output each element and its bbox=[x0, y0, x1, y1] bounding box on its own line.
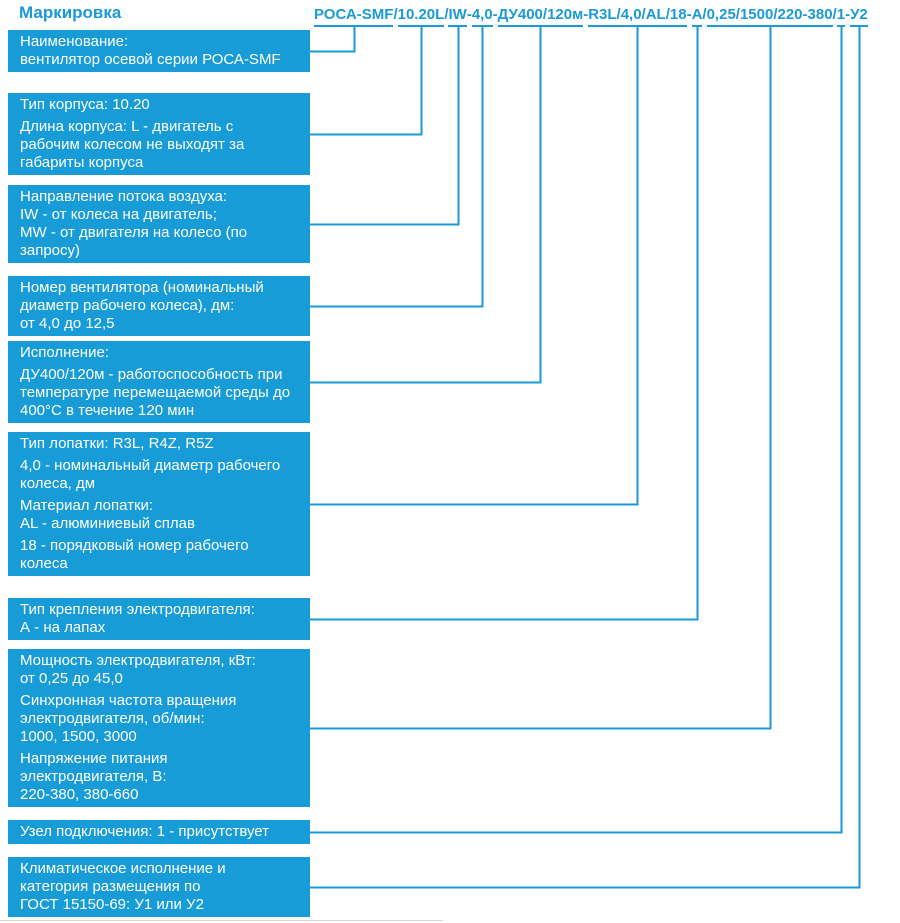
code-segment: 10.20L bbox=[397, 6, 445, 27]
info-box-text: Мощность электродвигателя, кВт: от 0,25 … bbox=[20, 652, 256, 687]
connector-line-climatic bbox=[310, 27, 861, 889]
info-box-text: Напряжение питания электродвигателя, В: … bbox=[20, 750, 168, 803]
connector-line-motor-power bbox=[310, 27, 772, 730]
info-box-connection-unit: Узел подключения: 1 - присутствует bbox=[8, 820, 310, 844]
code-separator: / bbox=[832, 6, 837, 23]
code-segment: 0,25/1500/220-380 bbox=[706, 6, 833, 27]
bottom-edge-line bbox=[0, 920, 443, 921]
info-box-airflow-direction: Направление потока воздуха: IW - от коле… bbox=[8, 185, 310, 263]
connector-line-fan-number bbox=[310, 27, 484, 308]
marking-code: РОСА-SMF/10.20L/IW-4,0-ДУ400/120м-R3L/4,… bbox=[314, 6, 868, 27]
code-segment: РОСА-SMF bbox=[314, 6, 394, 27]
code-separator: / bbox=[702, 6, 707, 23]
code-separator: / bbox=[393, 6, 398, 23]
info-box-text: Наименование: вентилятор осевой серии РО… bbox=[20, 33, 281, 68]
connector-line-connection-unit bbox=[310, 27, 843, 834]
info-box-text: Направление потока воздуха: IW - от коле… bbox=[20, 188, 248, 259]
code-segment: 4,0 bbox=[471, 6, 493, 27]
info-box-text: Номер вентилятора (номинальный диаметр р… bbox=[20, 279, 264, 332]
connector-line-airflow-direction bbox=[310, 27, 460, 226]
code-segment: У2 bbox=[850, 6, 868, 27]
info-box-text: 18 - порядковый номер рабочего колеса bbox=[20, 537, 249, 572]
code-separator: - bbox=[466, 6, 472, 23]
info-box-fan-number: Номер вентилятора (номинальный диаметр р… bbox=[8, 276, 310, 336]
info-box-blade-type: Тип лопатки: R3L, R4Z, R5Z 4,0 - номиналь… bbox=[8, 432, 310, 576]
connector-line-housing-type bbox=[310, 27, 423, 136]
connector-line-motor-mounting bbox=[310, 27, 699, 621]
code-segment: IW bbox=[448, 6, 467, 27]
info-box-climatic: Климатическое исполнение и категория раз… bbox=[8, 857, 310, 917]
info-box-motor-power: Мощность электродвигателя, кВт: от 0,25 … bbox=[8, 649, 310, 807]
connector-line-name bbox=[310, 27, 356, 53]
code-segment: ДУ400/120м bbox=[497, 6, 584, 27]
code-segment: А bbox=[691, 6, 703, 27]
page-title: Маркировка bbox=[19, 3, 122, 22]
code-segment: 1 bbox=[836, 6, 846, 27]
info-box-text: Тип лопатки: R3L, R4Z, R5Z bbox=[20, 435, 214, 452]
info-box-text: ДУ400/120м - работоспособность при темпе… bbox=[20, 366, 291, 419]
info-box-text: Тип корпуса: 10.20 bbox=[20, 96, 150, 113]
code-segment: R3L/4,0/AL/18 bbox=[588, 6, 687, 27]
info-box-design: Исполнение: ДУ400/120м - работоспособност… bbox=[8, 341, 310, 423]
code-separator: - bbox=[845, 6, 851, 23]
code-separator: - bbox=[492, 6, 498, 23]
info-box-text: Тип крепления электродвигателя: А - на л… bbox=[20, 601, 255, 636]
info-box-name: Наименование: вентилятор осевой серии РО… bbox=[8, 30, 310, 72]
info-box-text: 4,0 - номинальный диаметр рабочего колес… bbox=[20, 457, 281, 492]
code-separator: - bbox=[583, 6, 589, 23]
info-box-motor-mounting: Тип крепления электродвигателя: А - на л… bbox=[8, 598, 310, 640]
info-box-text: Климатическое исполнение и категория раз… bbox=[20, 860, 226, 913]
connector-line-blade-type bbox=[310, 27, 639, 506]
info-box-text: Синхронная частота вращения электродвига… bbox=[20, 692, 237, 745]
code-separator: / bbox=[444, 6, 449, 23]
info-box-text: Узел подключения: 1 - присутствует bbox=[20, 823, 270, 840]
connector-line-design bbox=[310, 27, 542, 384]
code-separator: - bbox=[686, 6, 692, 23]
info-box-text: Длина корпуса: L - двигатель с рабочим к… bbox=[20, 118, 245, 171]
info-box-text: Исполнение: bbox=[20, 344, 109, 361]
info-box-text: Материал лопатки: AL - алюминиевый сплав bbox=[20, 497, 195, 532]
